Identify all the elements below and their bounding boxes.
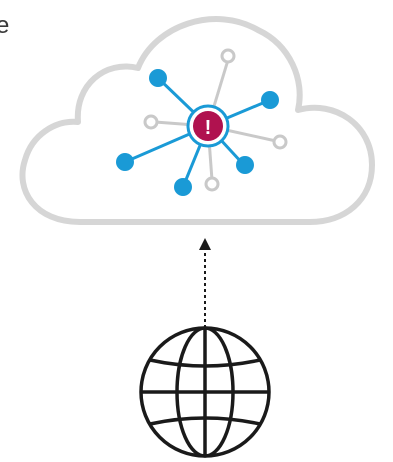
active-node xyxy=(236,156,254,174)
cropped-text-fragment: e xyxy=(0,12,10,39)
alert-symbol: ! xyxy=(205,117,212,139)
inactive-node xyxy=(220,48,236,64)
active-node xyxy=(116,153,134,171)
active-node xyxy=(149,69,167,87)
active-node xyxy=(174,178,192,196)
exclamation-alert-icon xyxy=(193,111,223,141)
inactive-node xyxy=(272,134,288,150)
inactive-node xyxy=(143,114,159,130)
active-node xyxy=(261,91,279,109)
inactive-node xyxy=(204,176,220,192)
cloud-outline-icon xyxy=(19,16,375,225)
dotted-up-arrow-icon xyxy=(199,238,211,328)
network-hub-icon: ! xyxy=(116,48,288,196)
globe-icon xyxy=(139,326,271,458)
